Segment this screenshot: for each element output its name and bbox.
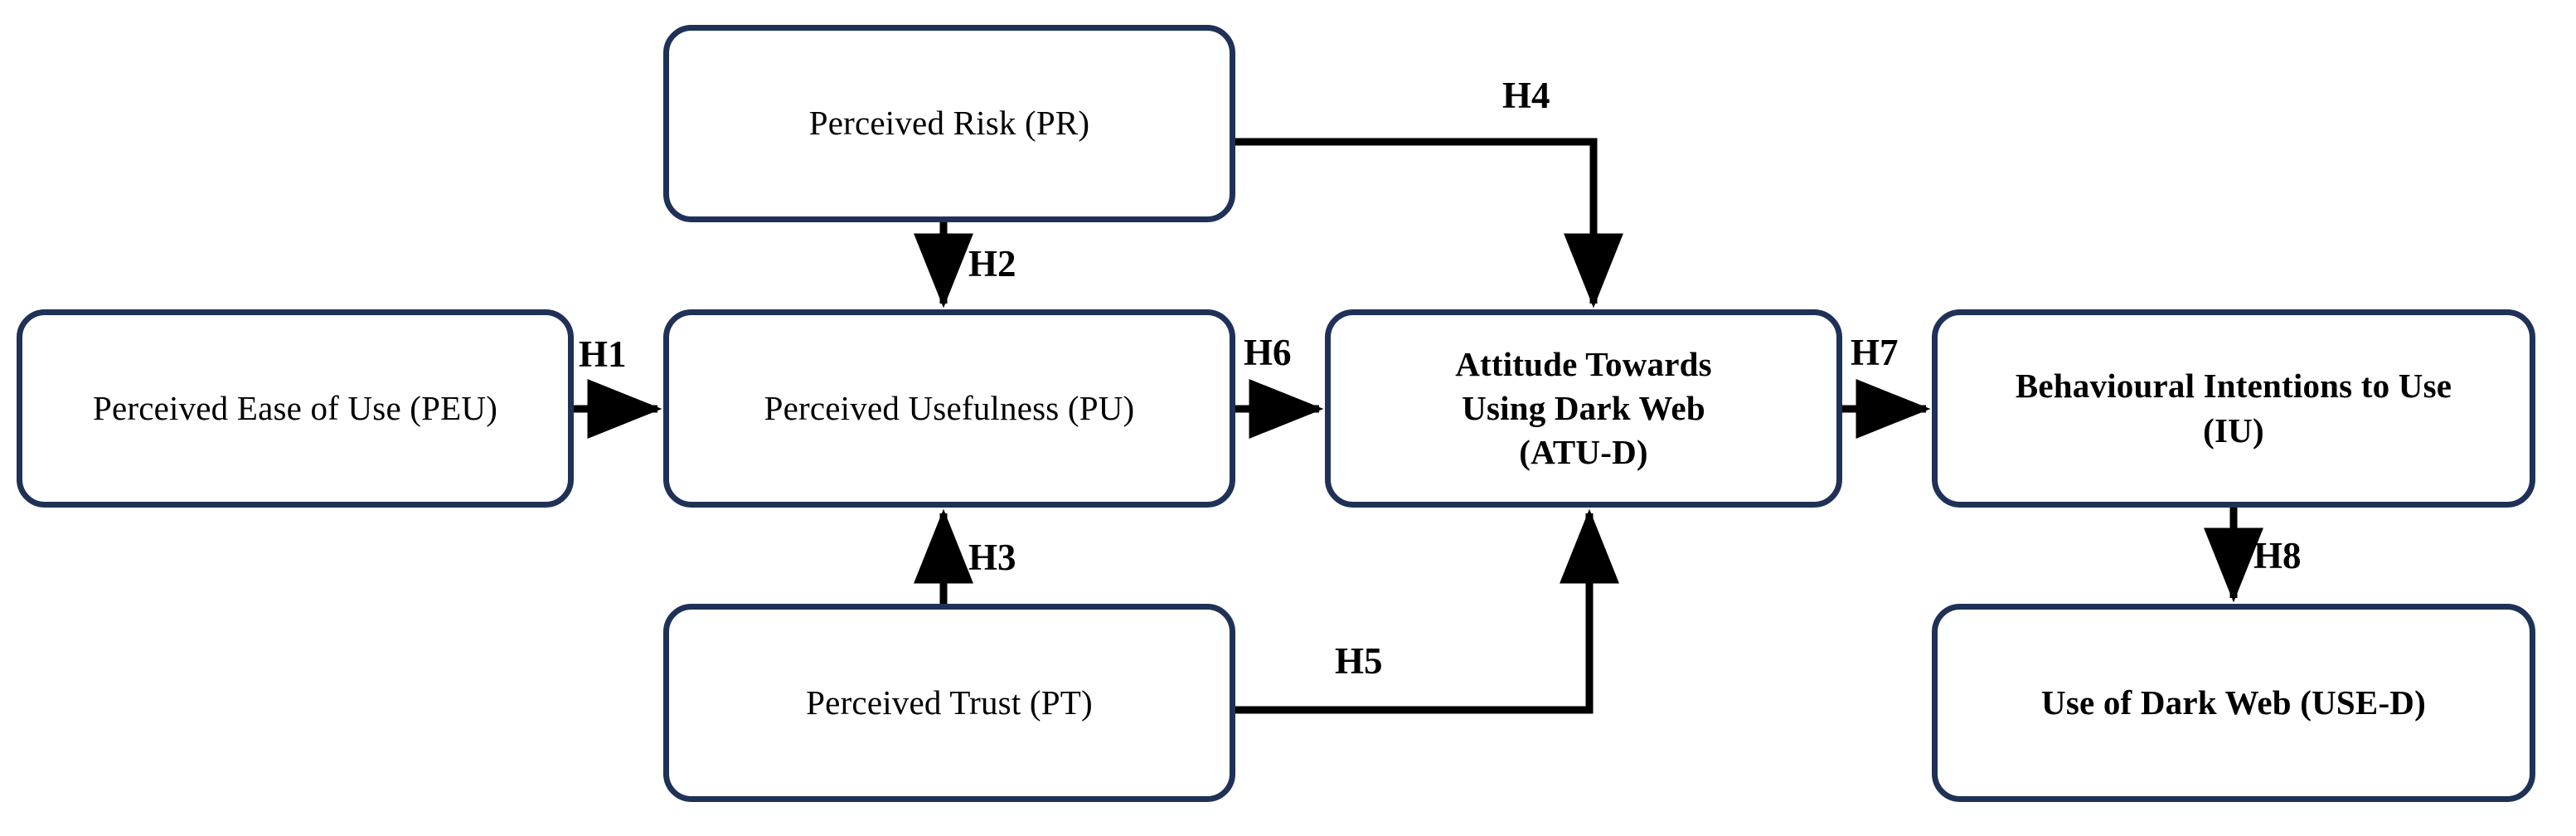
connector-h4 (1230, 138, 1623, 309)
node-label-iu: Behavioural Intentions to Use (IU) (2015, 367, 2452, 450)
hypothesis-label-h8: H8 (2253, 535, 2302, 576)
node-use-of-dark-web[interactable]: Use of Dark Web (USE-D) (1932, 604, 2535, 802)
hypothesis-label-h6: H6 (1244, 332, 1292, 373)
node-label-pu: Perceived Usefulness (PU) (764, 388, 1135, 427)
node-attitude-towards-using-dark-web[interactable]: Attitude Towards Using Dark Web (ATU-D) (1325, 309, 1842, 508)
hypothesis-label-h4: H4 (1502, 75, 1550, 116)
hypothesis-label-h1: H1 (579, 333, 627, 375)
node-label-peu: Perceived Ease of Use (PEU) (92, 388, 498, 427)
hypothesis-label-h5: H5 (1335, 640, 1383, 682)
hypothesis-label-h2: H2 (968, 243, 1016, 284)
node-label-pr: Perceived Risk (PR) (808, 104, 1090, 143)
node-perceived-risk[interactable]: Perceived Risk (PR) (663, 25, 1235, 222)
connector-h5 (1230, 508, 1619, 714)
node-behavioural-intentions-to-use[interactable]: Behavioural Intentions to Use (IU) (1932, 309, 2535, 508)
node-perceived-trust[interactable]: Perceived Trust (PT) (663, 604, 1235, 802)
node-perceived-ease-of-use[interactable]: Perceived Ease of Use (PEU) (17, 309, 574, 508)
hypothesis-label-h3: H3 (968, 537, 1016, 578)
hypothesis-label-h7: H7 (1851, 332, 1899, 373)
node-label-used: Use of Dark Web (USE-D) (2041, 683, 2426, 722)
node-perceived-usefulness[interactable]: Perceived Usefulness (PU) (663, 309, 1235, 508)
node-label-atud: Attitude Towards Using Dark Web (ATU-D) (1455, 344, 1712, 472)
node-label-pt: Perceived Trust (PT) (806, 683, 1093, 722)
